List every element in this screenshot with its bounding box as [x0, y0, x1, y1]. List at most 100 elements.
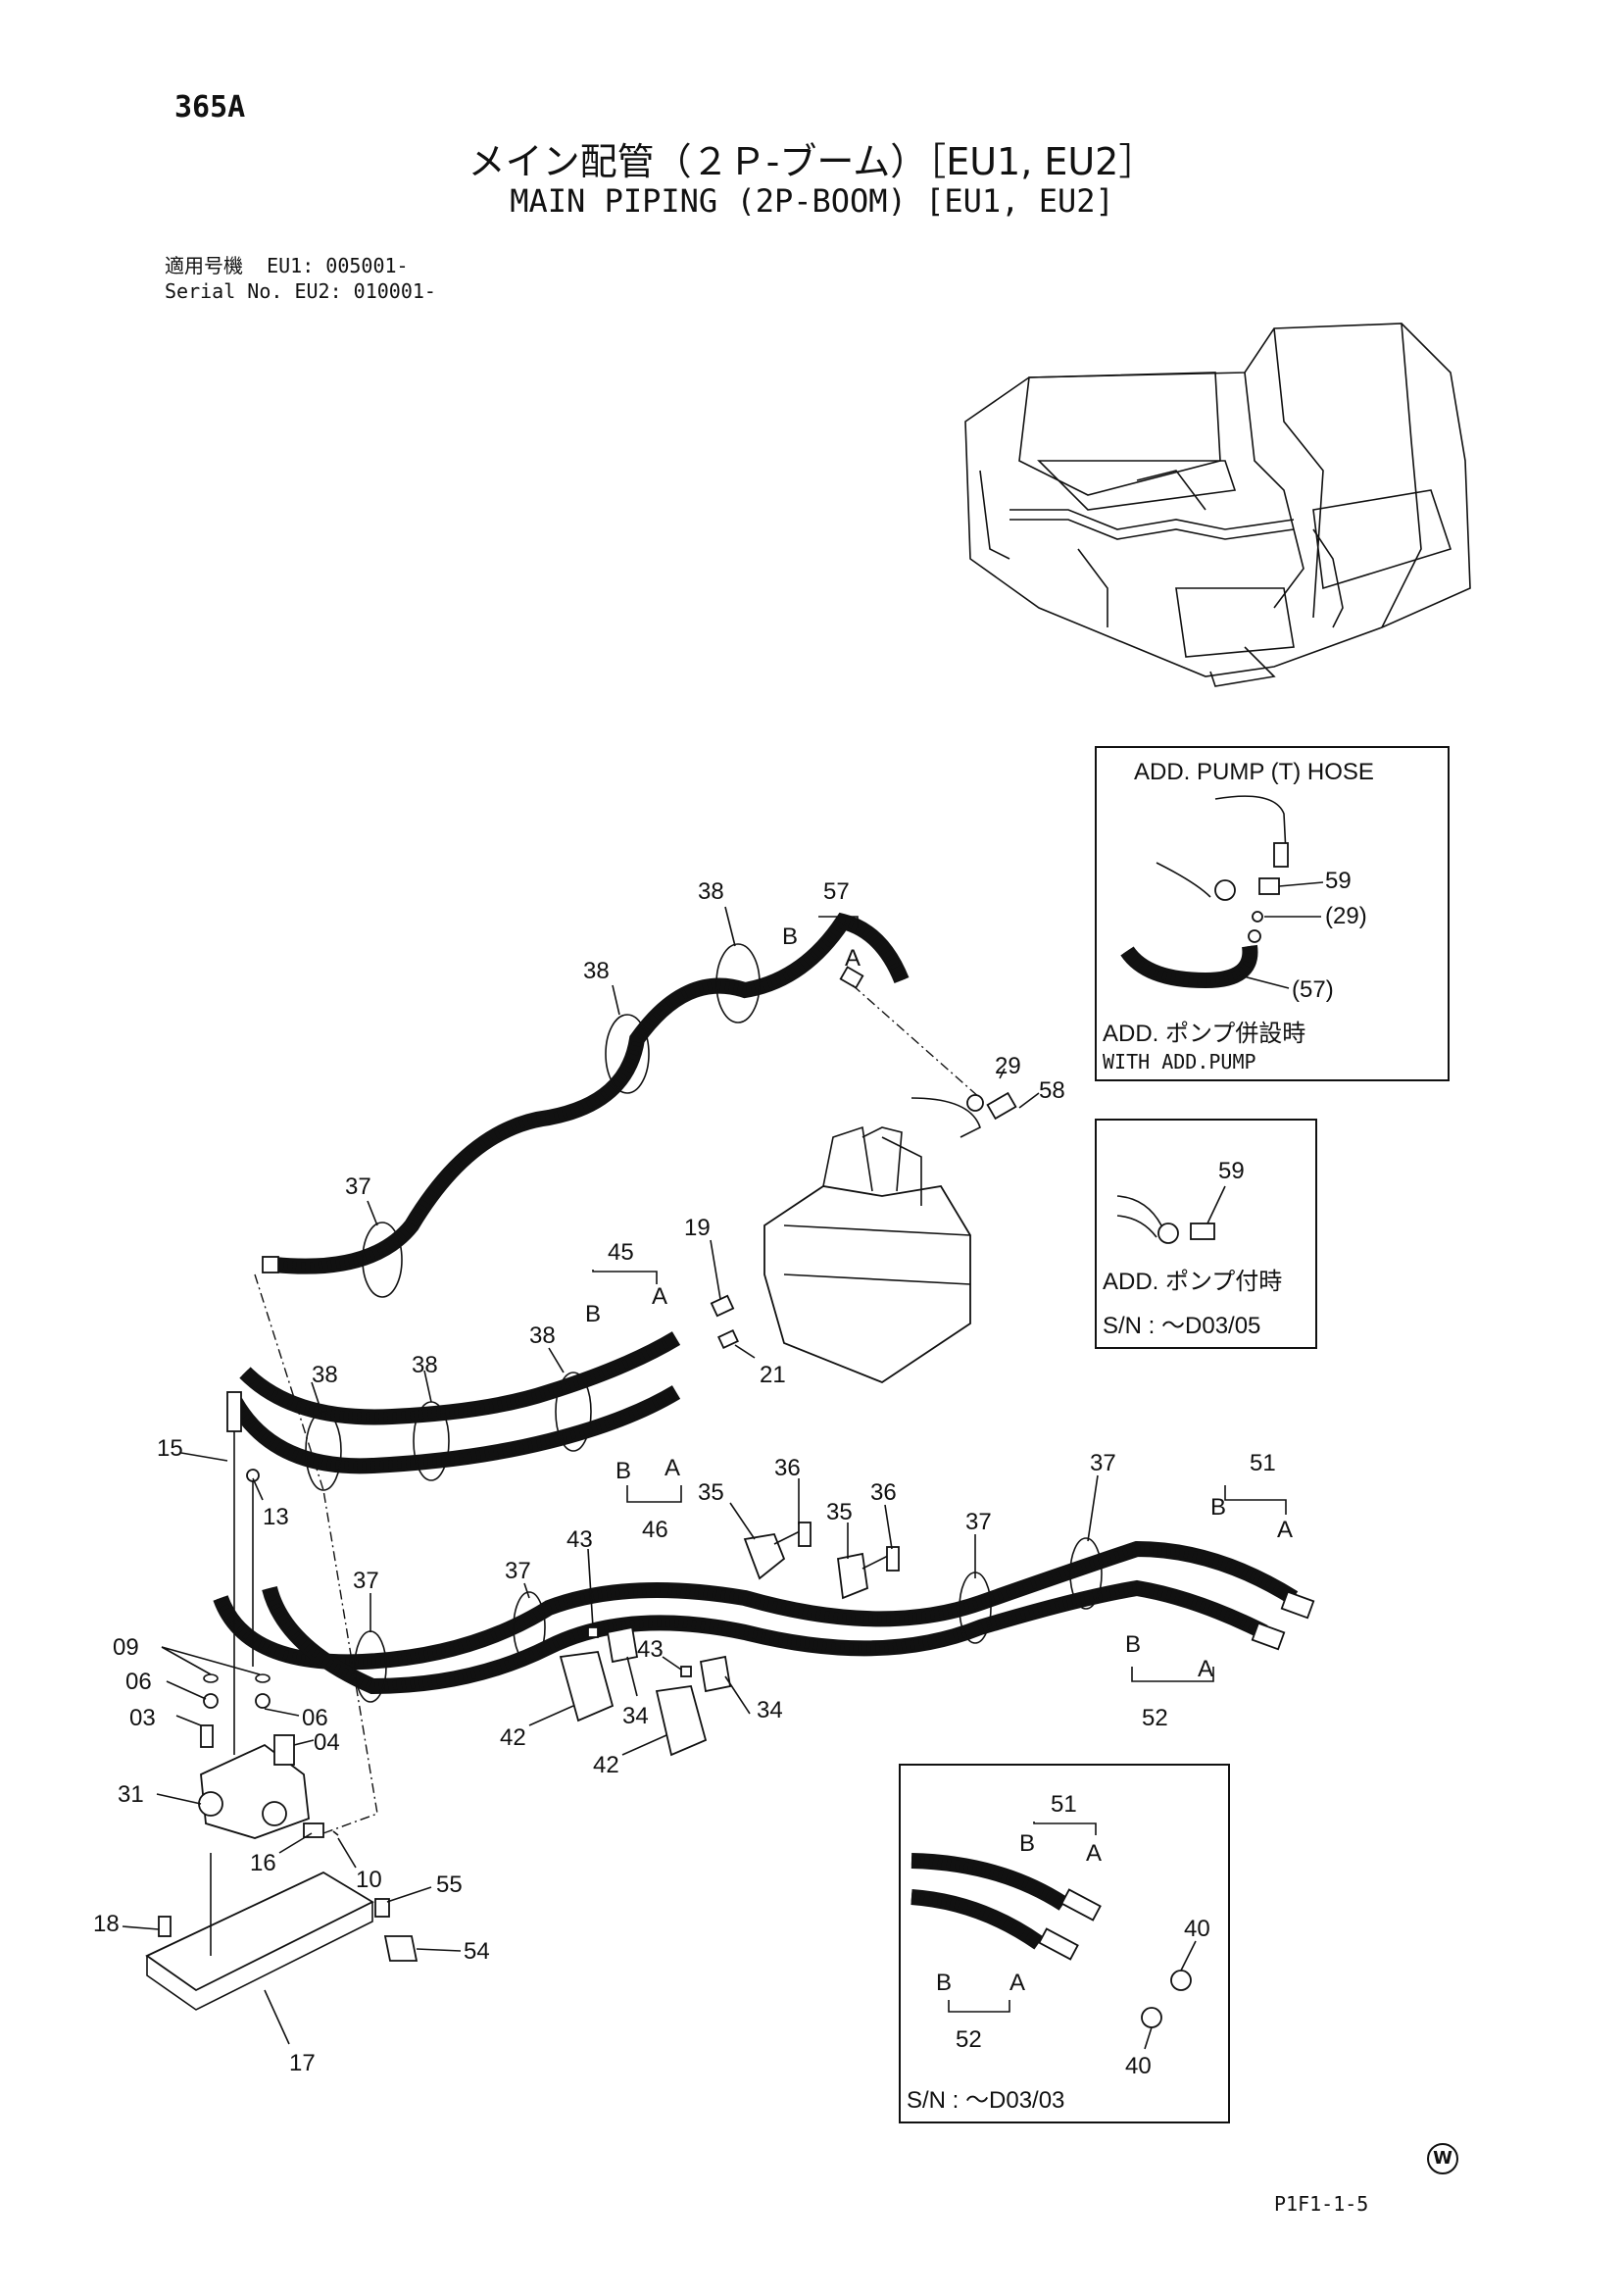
brackets: [559, 1522, 900, 1757]
fitting-59: [1258, 877, 1280, 895]
callout-34a: 34: [622, 1703, 649, 1729]
hose-end-57: [262, 1256, 279, 1273]
callout-a45: A: [652, 1283, 667, 1310]
inset3-label-b1: B: [1019, 1830, 1035, 1857]
bolt-36b: [886, 1546, 900, 1572]
serial-label-jp: 適用号機: [165, 254, 243, 277]
inset3-label-40a: 40: [1184, 1916, 1210, 1942]
plug-40-b: [1141, 2007, 1162, 2028]
inset1-label-59: 59: [1325, 868, 1352, 894]
inset1-label-29: (29): [1325, 903, 1367, 929]
fitting-59-b: [1190, 1223, 1215, 1240]
callout-52: 52: [1142, 1705, 1168, 1731]
callout-09: 09: [113, 1634, 139, 1661]
serial-eu2: EU2: 010001-: [294, 279, 436, 303]
machine-overview-illustration: [964, 323, 1471, 687]
clip-35b: [837, 1552, 868, 1600]
inset2-label-59: 59: [1218, 1158, 1245, 1184]
callout-19: 19: [684, 1215, 711, 1241]
clip-34a: [606, 1625, 639, 1664]
callout-38c: 38: [529, 1323, 556, 1349]
hose-end-52: [1251, 1622, 1286, 1651]
clip-34b: [699, 1655, 732, 1693]
callout-06b: 06: [302, 1705, 328, 1731]
plug-40-a: [1170, 1970, 1192, 1991]
clamp-38a: [715, 943, 761, 1023]
control-valve: [710, 1091, 1017, 1384]
hose-end-51: [1280, 1590, 1315, 1620]
inset1-note-jp: ADD. ポンプ併設時: [1103, 1021, 1305, 1047]
inset-add-pump-hose: ADD. PUMP (T) HOSE 59 (29) (57) ADD. ポンプ…: [1095, 746, 1450, 1081]
callout-37d: 37: [505, 1558, 531, 1584]
callout-06a: 06: [125, 1669, 152, 1695]
bracket-42b: [655, 1684, 708, 1757]
fitting-06b: [255, 1693, 271, 1709]
callout-37e: 37: [353, 1568, 379, 1594]
clamp-38b: [605, 1014, 650, 1094]
callout-37b: 37: [965, 1509, 992, 1535]
inset3-serial: S/N : ～D03/03: [907, 2087, 1064, 2114]
manifold-and-plate: [145, 1391, 418, 2011]
callout-04: 04: [314, 1729, 340, 1756]
callout-58: 58: [1039, 1077, 1065, 1104]
callout-13: 13: [263, 1504, 289, 1530]
callout-57: 57: [823, 878, 850, 905]
inset3-label-52: 52: [956, 2026, 982, 2053]
callout-37c: 37: [1090, 1450, 1116, 1476]
callout-b52: B: [1125, 1631, 1141, 1658]
bolt-03: [200, 1724, 214, 1748]
fitting-04: [273, 1734, 295, 1766]
callout-03: 03: [129, 1705, 156, 1731]
callout-43a: 43: [566, 1526, 593, 1553]
callout-54: 54: [464, 1938, 490, 1965]
inset3-label-a1: A: [1086, 1840, 1102, 1867]
plate-17: [145, 1871, 374, 1992]
inset2-note-jp: ADD. ポンプ付時: [1103, 1269, 1282, 1295]
callout-b51: B: [1210, 1494, 1226, 1521]
clip-54: [383, 1935, 418, 1962]
inset3-label-b2: B: [936, 1970, 952, 1996]
fitting-06a: [203, 1693, 219, 1709]
callout-38e: 38: [412, 1352, 438, 1378]
bolt-55: [374, 1898, 390, 1918]
hose-clamps: [305, 943, 1103, 1703]
callout-34b: 34: [757, 1697, 783, 1723]
callout-15: 15: [157, 1435, 183, 1462]
leader-lines: [122, 906, 1287, 2045]
callout-35b: 35: [826, 1499, 853, 1525]
fitting-21: [717, 1328, 739, 1350]
callout-37a: 37: [345, 1173, 371, 1200]
inset3-label-40b: 40: [1125, 2053, 1152, 2079]
callout-38b: 38: [583, 958, 610, 984]
figure-code: P1F1-1-5: [1274, 2192, 1369, 2216]
fitting-15: [226, 1391, 242, 1432]
callout-36b: 36: [870, 1479, 897, 1506]
inset-title: ADD. PUMP (T) HOSE: [1134, 759, 1374, 785]
callout-a46: A: [664, 1455, 680, 1481]
serial-block: 適用号機 EU1: 005001- Serial No. EU2: 010001…: [165, 253, 436, 304]
callout-b46: B: [615, 1458, 631, 1484]
inset1-note-en: WITH ADD.PUMP: [1103, 1050, 1256, 1073]
callout-29: 29: [995, 1053, 1021, 1079]
page-number: 365A: [174, 90, 246, 125]
callout-b57: B: [782, 923, 798, 950]
callout-38d: 38: [312, 1362, 338, 1388]
callout-labels: 38 57 B A 38 29 58 37 19 45 B A 38 38 38…: [93, 878, 1293, 2076]
callout-18: 18: [93, 1911, 120, 1937]
clip-35a: [743, 1532, 786, 1580]
callout-43b: 43: [637, 1636, 664, 1663]
bolt-36a: [798, 1522, 812, 1547]
inset3-label-a2: A: [1009, 1970, 1025, 1996]
inset-hoses-51-52: 51 B A 40 B A 52 40 S/N : ～D03/03: [899, 1764, 1230, 2123]
clamp-38e: [555, 1372, 592, 1452]
bolt-43b: [680, 1666, 692, 1677]
callout-b45: B: [585, 1301, 601, 1327]
callout-35a: 35: [698, 1479, 724, 1506]
serial-eu1: EU1: 005001-: [267, 254, 409, 277]
callout-31: 31: [118, 1781, 144, 1808]
callout-55: 55: [436, 1872, 463, 1898]
fitting-19: [710, 1294, 735, 1318]
callout-51: 51: [1250, 1450, 1276, 1476]
clamp-37e: [1069, 1537, 1103, 1610]
bolt-43a: [587, 1626, 599, 1638]
